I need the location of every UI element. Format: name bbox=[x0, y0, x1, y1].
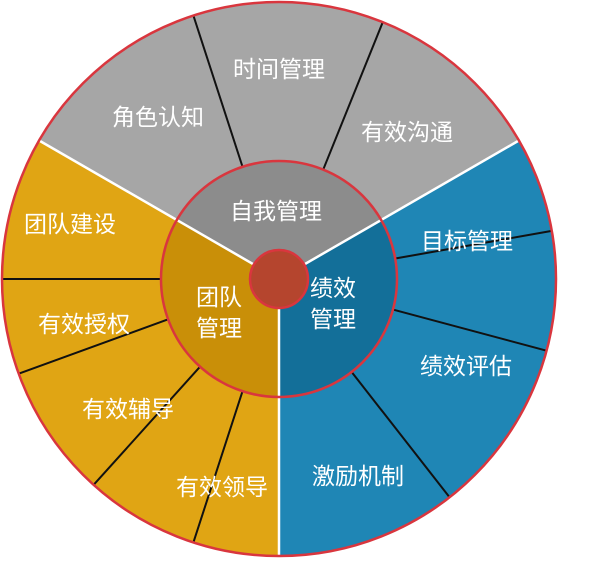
item-divider-3 bbox=[392, 308, 547, 352]
inner-label-self-management: 自我管理 bbox=[230, 199, 322, 225]
outer-ring bbox=[2, 2, 556, 556]
segment-dividers bbox=[2, 15, 552, 556]
outer-ring-border bbox=[0, 0, 558, 558]
item-label-effective-authorization: 有效授权 bbox=[38, 312, 130, 338]
inner-label-team-line1: 团队 bbox=[196, 285, 242, 311]
item-divider-1 bbox=[322, 21, 384, 170]
inner-ring bbox=[161, 161, 397, 397]
item-label-role-cognition: 角色认知 bbox=[112, 105, 204, 131]
inner-label-team-line2: 管理 bbox=[196, 316, 242, 342]
region-divider-1 bbox=[278, 139, 520, 281]
item-label-effective-coaching: 有效辅导 bbox=[82, 397, 174, 423]
item-label-performance-evaluation: 绩效评估 bbox=[420, 354, 512, 380]
inner-label-performance-line1: 绩效 bbox=[310, 276, 356, 302]
region-divider-0 bbox=[38, 139, 280, 281]
item-divider-2 bbox=[395, 229, 552, 260]
inner-label-performance-line2: 管理 bbox=[310, 307, 356, 333]
item-divider-5 bbox=[192, 390, 244, 543]
item-divider-6 bbox=[92, 366, 201, 486]
item-label-goal-management: 目标管理 bbox=[421, 229, 513, 255]
outer-sector-team bbox=[2, 140, 280, 556]
inner-sector-performance bbox=[279, 220, 397, 397]
item-label-time-management: 时间管理 bbox=[233, 57, 325, 83]
item-label-incentive-mechanism: 激励机制 bbox=[312, 464, 404, 490]
item-label-team-building: 团队建设 bbox=[24, 212, 116, 238]
inner-sector-self bbox=[176, 161, 382, 265]
labels: 角色认知 时间管理 有效沟通 目标管理 绩效评估 激励机制 团队建设 有效授权 … bbox=[24, 57, 513, 501]
item-divider-7 bbox=[18, 318, 169, 375]
outer-sector-performance bbox=[279, 140, 556, 556]
ring-borders bbox=[0, 0, 558, 558]
item-label-effective-leadership: 有效领导 bbox=[176, 475, 268, 501]
center-circle bbox=[248, 248, 310, 310]
inner-ring-border bbox=[159, 159, 399, 399]
outer-sector-self bbox=[39, 2, 519, 220]
inner-sector-team bbox=[161, 220, 279, 397]
item-divider-0 bbox=[192, 15, 244, 168]
item-divider-4 bbox=[350, 371, 451, 498]
item-label-effective-communication: 有效沟通 bbox=[361, 120, 453, 146]
